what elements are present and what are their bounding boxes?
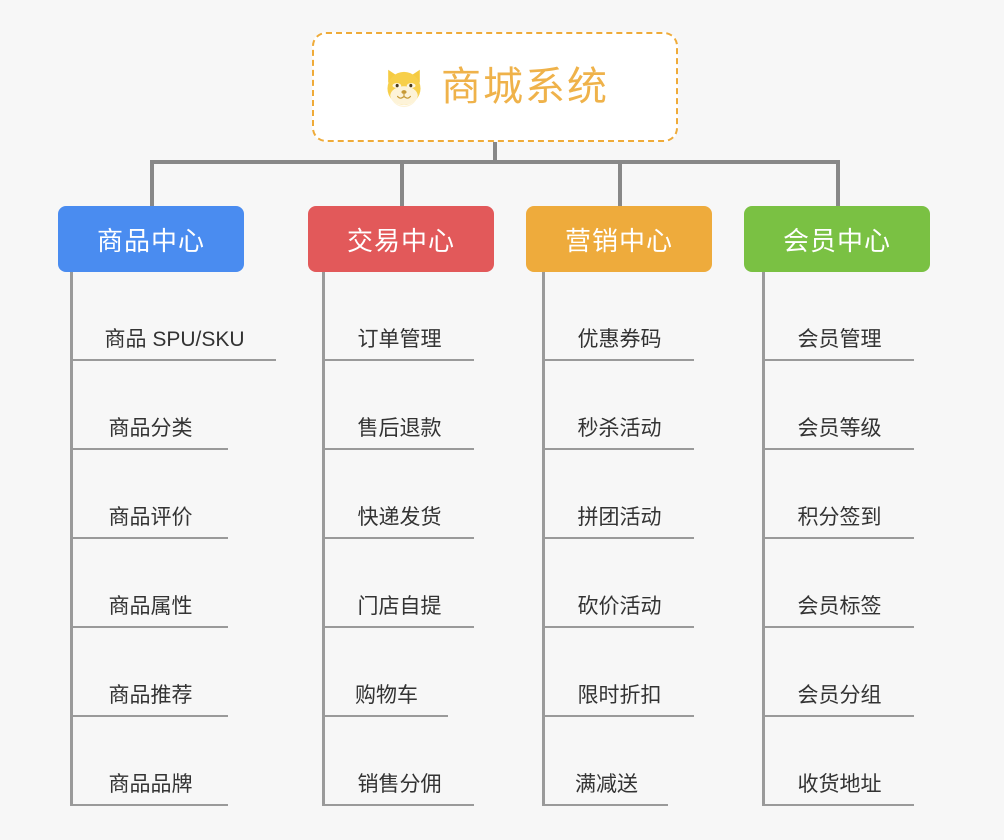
connector-horizontal-bus bbox=[150, 160, 840, 164]
leaf-item[interactable]: 商品评价 bbox=[70, 450, 228, 539]
leaf-label: 会员标签 bbox=[797, 594, 882, 618]
leaf-item[interactable]: 会员分组 bbox=[762, 628, 914, 717]
leaf-label: 购物车 bbox=[355, 683, 418, 707]
leaf-item[interactable]: 收货地址 bbox=[762, 717, 914, 806]
leaf-label: 优惠券码 bbox=[577, 327, 662, 351]
leaf-label: 砍价活动 bbox=[577, 594, 662, 618]
leaf-label: 商品评价 bbox=[108, 505, 193, 529]
category-label-3: 营销中心 bbox=[564, 225, 673, 256]
category-label-4: 会员中心 bbox=[782, 225, 891, 256]
leaf-label: 秒杀活动 bbox=[577, 416, 662, 440]
leaf-column-4: 会员管理 会员等级 积分签到 会员标签 会员分组 收货地址 bbox=[762, 272, 914, 806]
leaf-item[interactable]: 会员标签 bbox=[762, 539, 914, 628]
leaf-item[interactable]: 销售分佣 bbox=[322, 717, 474, 806]
leaf-label: 售后退款 bbox=[357, 416, 442, 440]
leaf-label: 拼团活动 bbox=[577, 505, 662, 529]
leaf-item[interactable]: 积分签到 bbox=[762, 450, 914, 539]
leaf-label: 收货地址 bbox=[797, 772, 882, 796]
category-label-2: 交易中心 bbox=[346, 225, 455, 256]
category-box-3[interactable]: 营销中心 bbox=[526, 206, 712, 272]
leaf-item[interactable]: 会员管理 bbox=[762, 272, 914, 361]
shiba-dog-face-icon bbox=[387, 69, 421, 108]
connector-drop-3 bbox=[618, 160, 622, 207]
leaf-label: 商品属性 bbox=[108, 594, 193, 618]
leaf-item[interactable]: 商品推荐 bbox=[70, 628, 228, 717]
leaf-item[interactable]: 商品品牌 bbox=[70, 717, 228, 806]
connector-drop-2 bbox=[400, 160, 404, 207]
leaf-item[interactable]: 订单管理 bbox=[322, 272, 474, 361]
leaf-item[interactable]: 限时折扣 bbox=[542, 628, 694, 717]
root-node[interactable]: 商城系统 bbox=[312, 32, 678, 142]
category-box-1[interactable]: 商品中心 bbox=[58, 206, 244, 272]
leaf-label: 快递发货 bbox=[357, 505, 442, 529]
leaf-item[interactable]: 商品 SPU/SKU bbox=[70, 272, 276, 361]
leaf-item[interactable]: 门店自提 bbox=[322, 539, 474, 628]
leaf-item[interactable]: 购物车 bbox=[322, 628, 448, 717]
leaf-item[interactable]: 砍价活动 bbox=[542, 539, 694, 628]
leaf-label: 会员等级 bbox=[797, 416, 882, 440]
leaf-item[interactable]: 商品属性 bbox=[70, 539, 228, 628]
leaf-label: 商品分类 bbox=[108, 416, 193, 440]
connector-drop-1 bbox=[150, 160, 154, 207]
category-label-1: 商品中心 bbox=[96, 225, 205, 256]
leaf-label: 会员管理 bbox=[797, 327, 882, 351]
leaf-label: 会员分组 bbox=[797, 683, 882, 707]
leaf-label: 门店自提 bbox=[357, 594, 442, 618]
leaf-label: 限时折扣 bbox=[577, 683, 662, 707]
leaf-label: 积分签到 bbox=[797, 505, 882, 529]
leaf-label: 商品推荐 bbox=[108, 683, 193, 707]
connector-drop-4 bbox=[836, 160, 840, 207]
category-box-4[interactable]: 会员中心 bbox=[744, 206, 930, 272]
leaf-label: 商品品牌 bbox=[108, 772, 193, 796]
leaf-label: 订单管理 bbox=[357, 327, 442, 351]
leaf-label: 满减送 bbox=[575, 772, 638, 796]
leaf-label: 销售分佣 bbox=[357, 772, 442, 796]
leaf-item[interactable]: 商品分类 bbox=[70, 361, 228, 450]
leaf-item[interactable]: 秒杀活动 bbox=[542, 361, 694, 450]
leaf-item[interactable]: 会员等级 bbox=[762, 361, 914, 450]
leaf-item[interactable]: 拼团活动 bbox=[542, 450, 694, 539]
leaf-item[interactable]: 优惠券码 bbox=[542, 272, 694, 361]
leaf-column-1: 商品 SPU/SKU 商品分类 商品评价 商品属性 商品推荐 商品品牌 bbox=[70, 272, 276, 806]
leaf-item[interactable]: 售后退款 bbox=[322, 361, 474, 450]
root-title: 商城系统 bbox=[441, 65, 609, 109]
leaf-item[interactable]: 满减送 bbox=[542, 717, 668, 806]
leaf-item[interactable]: 快递发货 bbox=[322, 450, 474, 539]
leaf-label: 商品 SPU/SKU bbox=[104, 327, 245, 351]
category-box-2[interactable]: 交易中心 bbox=[308, 206, 494, 272]
leaf-column-2: 订单管理 售后退款 快递发货 门店自提 购物车 销售分佣 bbox=[322, 272, 474, 806]
connector-root-stem bbox=[493, 142, 497, 164]
leaf-column-3: 优惠券码 秒杀活动 拼团活动 砍价活动 限时折扣 满减送 bbox=[542, 272, 694, 806]
